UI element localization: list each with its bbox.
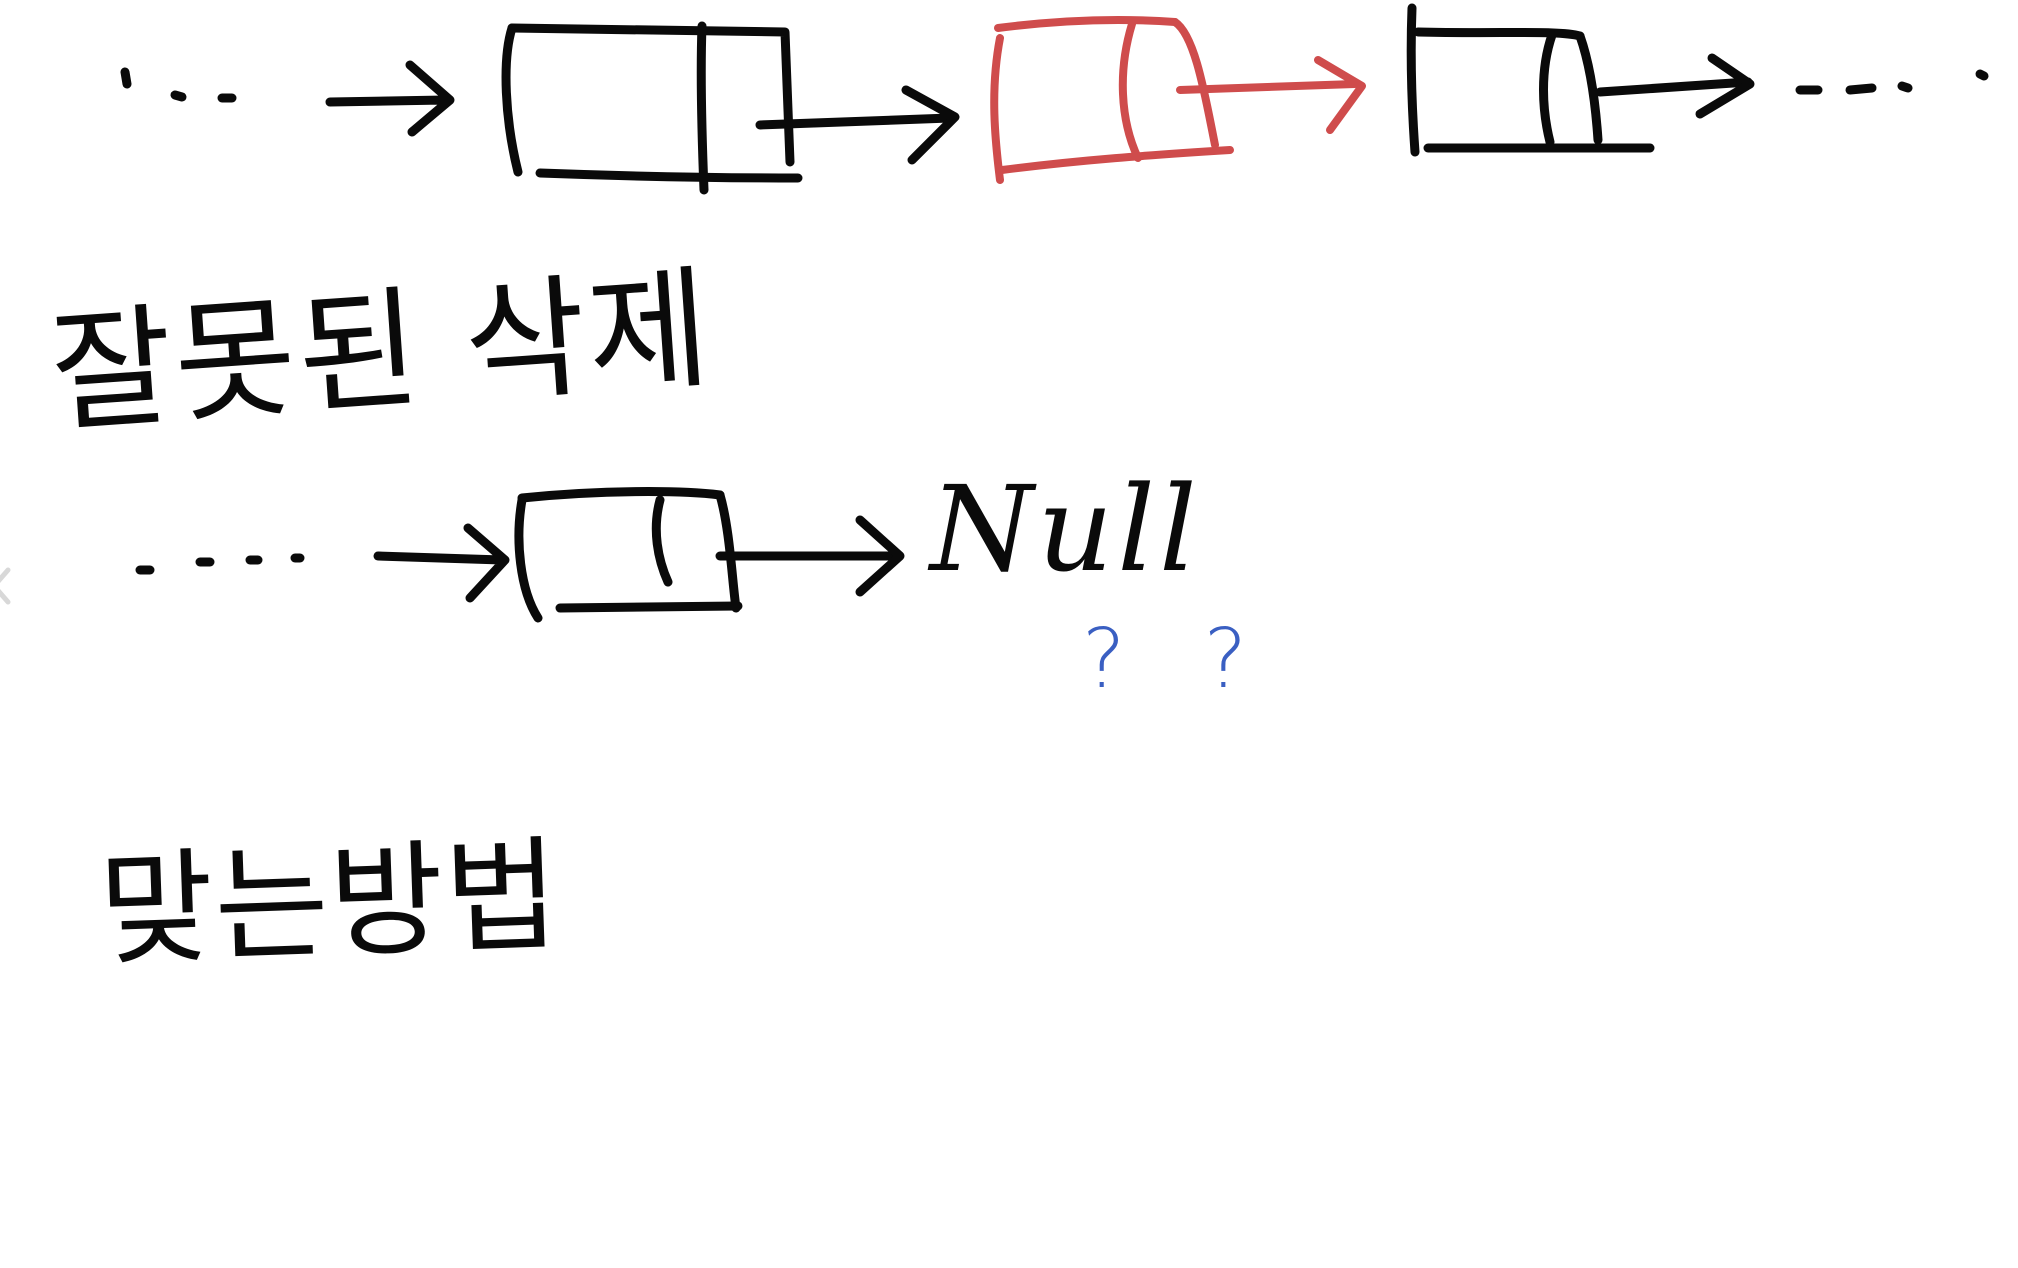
node-3: [1406, 3, 1755, 157]
node-2-to-delete: [990, 16, 1366, 184]
row-original: [120, 3, 1989, 195]
question-marks: ? ?: [1082, 612, 1274, 707]
chevron-left-icon: [0, 567, 11, 605]
null-label: Null: [930, 460, 1201, 598]
node-a: [514, 487, 905, 623]
correct-method-label: 맞는방법: [97, 823, 563, 984]
arrow-into-node-1: [325, 60, 455, 137]
node-1: [501, 21, 960, 195]
row-wrong: [135, 487, 905, 623]
arrow-into-node-a: [373, 523, 510, 603]
leading-ellipsis: [120, 67, 237, 103]
leading-ellipsis: [135, 553, 305, 575]
trailing-ellipsis: [1795, 69, 1989, 95]
